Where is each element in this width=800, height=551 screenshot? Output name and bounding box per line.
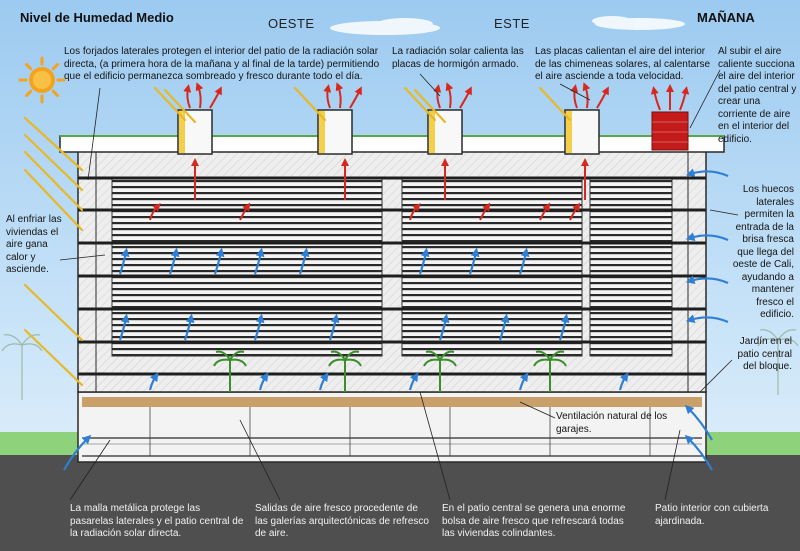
annotation-solar-radiation: La radiación solar calienta las placas d…: [392, 46, 524, 70]
east-wing-louvers: [401, 177, 583, 357]
annotation-side-openings: Los huecos laterales permiten la entrada…: [732, 184, 794, 320]
sun-rays: [23, 86, 572, 387]
time-of-day-label: MAÑANA: [697, 10, 755, 25]
annotation-garden: Jardín en el patio central del bloque.: [737, 336, 792, 372]
building-body: [59, 135, 725, 393]
west-label: OESTE: [268, 16, 315, 31]
cool-air-arrows: [63, 168, 729, 471]
chimney-heated-plates: [179, 111, 572, 153]
sun-icon: [18, 56, 66, 104]
annotation-interior-patio: Patio interior con cubierta ajardinada.: [655, 503, 769, 527]
diagram-title: Nivel de Humedad Medio: [20, 10, 174, 25]
annotation-side-slabs: Los forjados laterales protegen el inter…: [64, 46, 380, 82]
annotation-central-patio: En el patio central se genera una enorme…: [442, 503, 626, 539]
annotation-garage-ventilation: Ventilación natural de los garajes.: [556, 411, 668, 435]
patio-palms: [213, 350, 567, 392]
red-chimney-icon: [651, 111, 689, 151]
annotation-rising-air: Al subir el aire caliente succiona el ai…: [718, 46, 797, 145]
annotation-fresh-air-outlets: Salidas de aire fresco procedente de las…: [255, 503, 429, 539]
hot-air-arrows: [149, 82, 690, 221]
annotation-metal-mesh: La malla metálica protege las pasarelas …: [70, 503, 244, 539]
west-wing-louvers: [111, 177, 383, 357]
background-palms: [1, 329, 799, 400]
leader-lines: [59, 69, 739, 501]
east-end-louvers: [589, 177, 673, 357]
clouds: [330, 16, 685, 35]
annotation-cooling-dwellings: Al enfriar las viviendas el aire gana ca…: [6, 214, 62, 275]
garage-level: [77, 391, 707, 463]
east-label: ESTE: [494, 16, 530, 31]
ground-soil: [0, 455, 800, 551]
annotation-plates-heat: Las placas calientan el aire del interio…: [535, 46, 711, 82]
red-chimney-bricks: [652, 121, 688, 143]
garden-strip: [82, 397, 702, 407]
